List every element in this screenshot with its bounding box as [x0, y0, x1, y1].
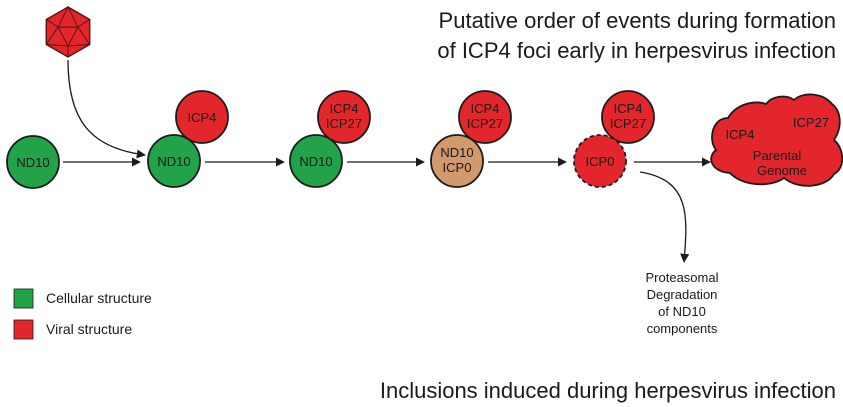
- stage-2: ICP4 ND10: [147, 90, 229, 188]
- icp27-label: ICP27: [326, 116, 362, 131]
- icp0-label: ICP0: [443, 160, 472, 175]
- nd10-circle: [6, 135, 60, 189]
- stage-1: ND10: [6, 135, 60, 189]
- stage-4: ICP4 ICP27 ND10 ICP0: [430, 90, 512, 188]
- icp0-label: ICP0: [586, 154, 615, 169]
- icp27-label: ICP27: [793, 115, 829, 130]
- icp4-icp27-circle: [317, 90, 371, 144]
- icp4-icp27-circle: [601, 90, 655, 144]
- title-line-2: of ICP4 foci early in herpesvirus infect…: [437, 38, 836, 63]
- icp27-label: ICP27: [610, 116, 646, 131]
- icp4-label: ICP4: [471, 101, 500, 116]
- icp4-icp27-circle: [458, 90, 512, 144]
- nd10-icp0-circle: [430, 134, 484, 188]
- degradation-note: Proteasomal Degradation of ND10 componen…: [646, 270, 719, 336]
- icp4-circle: [175, 90, 229, 144]
- legend-swatch-cellular: [13, 288, 34, 309]
- parental-label: Parental: [753, 148, 802, 163]
- nd10-circle: [289, 134, 343, 188]
- degradation-arrow: [639, 171, 690, 263]
- icp4-label: ICP4: [726, 127, 755, 142]
- icp4-label: ICP4: [614, 101, 643, 116]
- degradation-line-2: Degradation: [647, 287, 718, 302]
- nd10-label: ND10: [16, 155, 49, 170]
- legend-label-viral: Viral structure: [46, 321, 132, 337]
- virion-entry-arrow: [67, 59, 146, 159]
- stage-3: ICP4 ICP27 ND10: [289, 90, 371, 188]
- degradation-line-1: Proteasomal: [646, 270, 719, 285]
- legend-label-cellular: Cellular structure: [46, 290, 152, 306]
- legend: Cellular structure Viral structure: [13, 288, 152, 340]
- nd10-label: ND10: [157, 154, 190, 169]
- stage-5: ICP4 ICP27 ICP0: [573, 90, 655, 188]
- title-line-1: Putative order of events during formatio…: [439, 8, 836, 33]
- icp4-label: ICP4: [330, 101, 359, 116]
- degradation-line-4: components: [647, 321, 718, 336]
- nd10-label: ND10: [440, 145, 473, 160]
- nd10-label: ND10: [299, 154, 332, 169]
- stage-6-replication-compartment: ICP4 ICP27 Parental Genome: [710, 93, 843, 187]
- nd10-circle: [147, 134, 201, 188]
- icp27-label: ICP27: [467, 116, 503, 131]
- footer-title: Inclusions induced during herpesvirus in…: [380, 378, 836, 403]
- legend-swatch-viral: [13, 319, 34, 340]
- degradation-line-3: of ND10: [658, 304, 706, 319]
- virion-icon: [45, 5, 91, 58]
- replication-compartment-blob: [710, 93, 843, 187]
- icp4-label: ICP4: [188, 110, 217, 125]
- genome-label: Genome: [757, 163, 807, 178]
- icp0-dashed-circle: [573, 134, 627, 188]
